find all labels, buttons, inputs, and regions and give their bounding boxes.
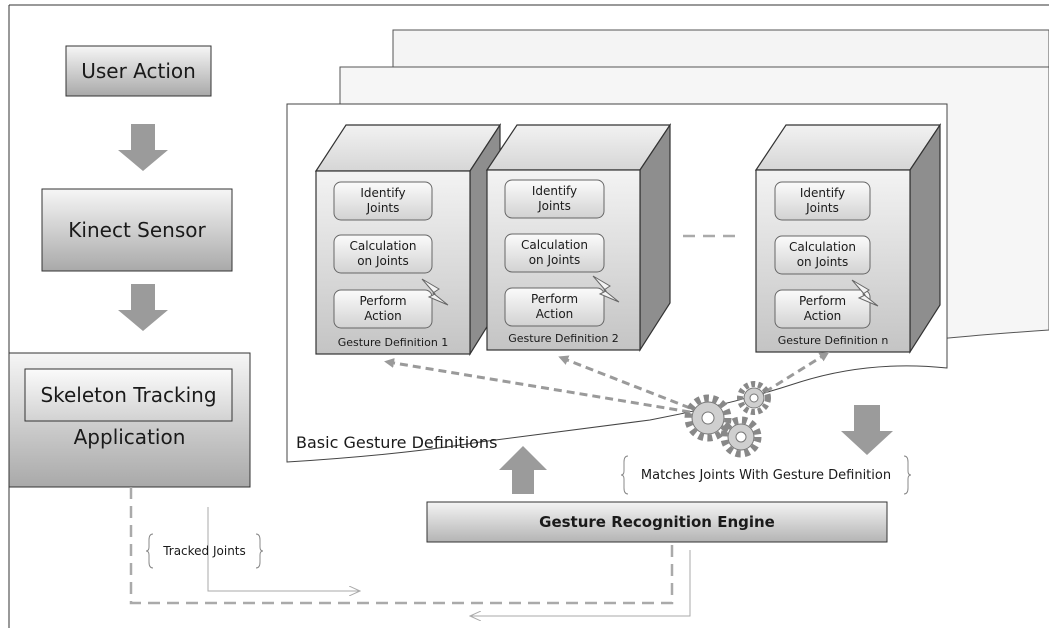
skeleton-tracking-box — [24, 368, 233, 422]
matches-left-brace — [620, 455, 629, 495]
kinect-sensor-label: Kinect Sensor — [68, 218, 206, 242]
gesture-definition-cube-n — [754, 123, 942, 355]
tracked-joints-arrow — [207, 507, 360, 591]
return-arrow — [470, 550, 691, 616]
identify-joints-label: Identify Joints — [360, 186, 406, 215]
up-arrow-from-engine — [499, 446, 547, 494]
lightning-icon — [851, 279, 879, 307]
tracked-joints-label: Tracked Joints — [163, 544, 246, 558]
identify-joints-label: Identify Joints — [531, 184, 578, 213]
basic-gesture-definitions-label: Basic Gesture Definitions — [296, 432, 498, 452]
gesture-definition-caption: Gesture Definition 1 — [337, 335, 449, 349]
tracked-left-brace — [145, 533, 154, 569]
calculation-on-joints-label: Calculation on Joints — [789, 240, 856, 269]
down-arrow-2 — [118, 284, 168, 331]
gesture-recognition-engine-box — [426, 501, 888, 543]
gesture-recognition-engine-label: Gesture Recognition Engine — [539, 513, 775, 531]
gesture-definition-caption: Gesture Definition n — [777, 333, 889, 347]
lightning-icon — [592, 275, 620, 303]
lightning-icon — [421, 278, 449, 306]
dashed-flow-line — [129, 487, 674, 605]
perform-action-label: Perform Action — [359, 294, 407, 323]
gear-to-cube-arrows — [384, 351, 830, 414]
skeleton-tracking-label: Skeleton Tracking — [40, 383, 217, 407]
user-action-label: User Action — [81, 59, 196, 83]
identify-joints-label: Identify Joints — [799, 186, 846, 215]
kinect-sensor-box — [41, 188, 233, 272]
calculation-on-joints-label: Calculation on Joints — [349, 239, 417, 268]
matches-right-brace — [903, 455, 912, 495]
gesture-definition-caption: Gesture Definition 2 — [508, 331, 619, 345]
tracked-right-brace — [255, 533, 264, 569]
perform-action-label: Perform Action — [530, 292, 579, 321]
calculation-on-joints-label: Calculation on Joints — [521, 238, 588, 267]
down-arrow-1 — [118, 124, 168, 171]
down-arrow-to-matches — [841, 405, 893, 455]
gesture-definition-cube-2 — [485, 123, 672, 353]
user-action-box — [65, 45, 212, 97]
gears-icon — [684, 381, 771, 458]
perform-action-label: Perform Action — [798, 294, 847, 323]
matches-joints-note: Matches Joints With Gesture Definition — [640, 467, 892, 483]
application-label: Application — [73, 425, 186, 449]
